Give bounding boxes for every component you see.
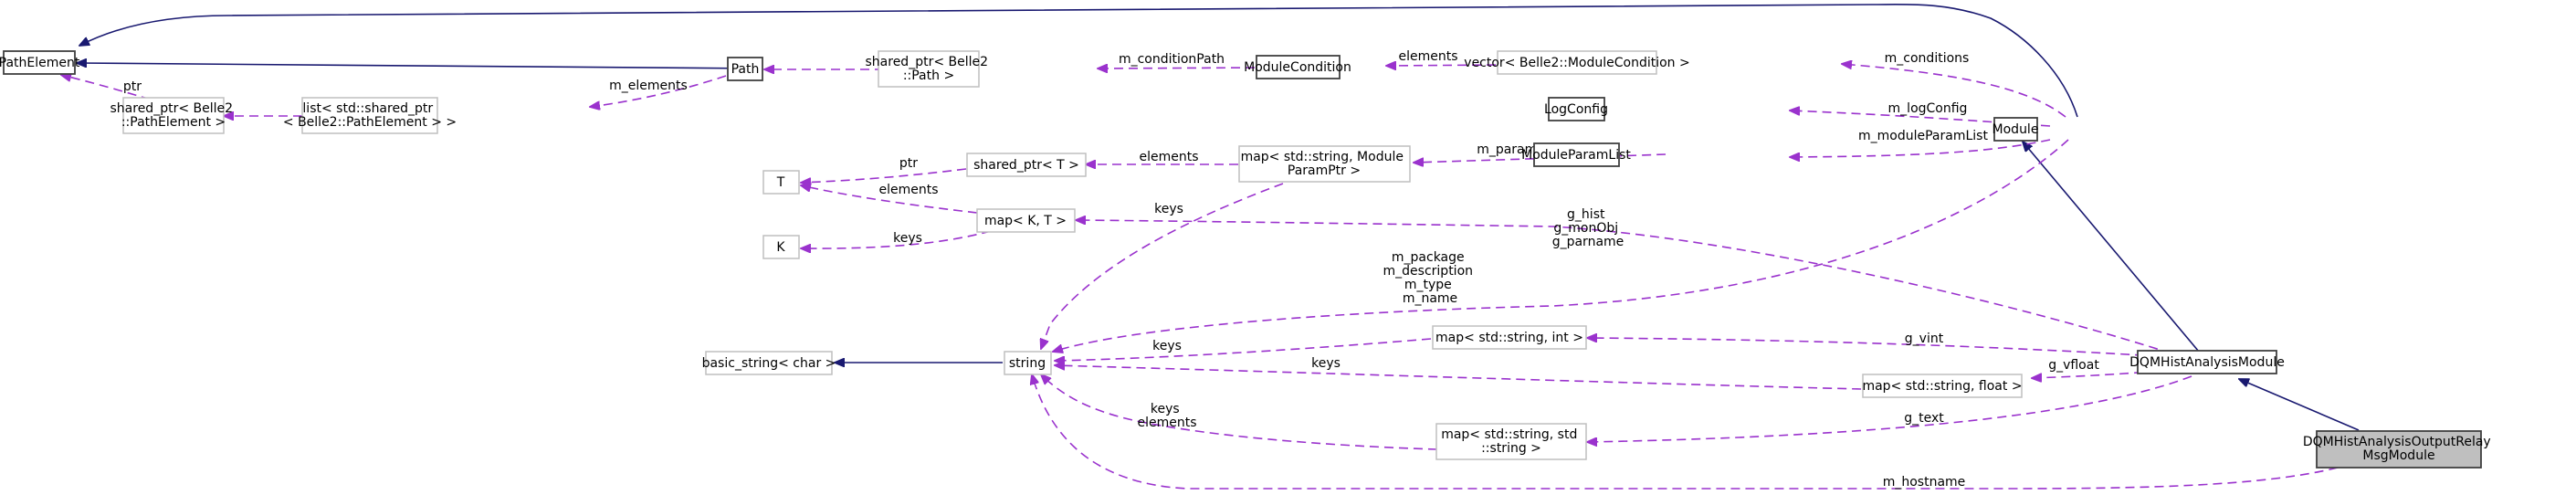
node-basic-string-char[interactable]: basic_string< char > xyxy=(702,351,836,375)
node-shared-ptr-t[interactable]: shared_ptr< T > xyxy=(966,153,1087,177)
svg-text:shared_ptr< T >: shared_ptr< T > xyxy=(973,158,1079,173)
label-m_logConfig: m_logConfig xyxy=(1888,101,1968,116)
svg-text:string: string xyxy=(1009,356,1046,371)
label-g_vint: g_vint xyxy=(1905,332,1944,346)
label-keys-mapkt: keys xyxy=(1154,202,1183,216)
label-m_moduleParamList: m_moduleParamList xyxy=(1858,129,1988,143)
svg-text:K: K xyxy=(776,240,785,255)
node-vector-module-condition[interactable]: vector< Belle2::ModuleCondition > xyxy=(1464,50,1690,75)
edge-relay-m_hostname xyxy=(1032,374,2339,490)
label-elements-modulecondition: elements xyxy=(1398,49,1457,64)
edge-mapkt-keys-k xyxy=(801,230,992,248)
label-keys-mapint: keys xyxy=(1152,339,1182,353)
svg-text:DQMHistAnalysisOutputRelay: DQMHistAnalysisOutputRelay MsgModule xyxy=(2303,435,2495,463)
svg-text:ModuleCondition: ModuleCondition xyxy=(1244,60,1351,75)
edge-module-to-pathelement-inherit xyxy=(79,4,2078,118)
node-path[interactable]: Path xyxy=(727,57,763,81)
label-m_conditions: m_conditions xyxy=(1885,51,1970,66)
svg-text:PathElement: PathElement xyxy=(0,56,80,70)
node-map-string-module-param-ptr[interactable]: map< std::string, Module ParamPtr > xyxy=(1238,145,1411,183)
edge-path-m_elements xyxy=(590,75,727,107)
svg-text:DQMHistAnalysisModule: DQMHistAnalysisModule xyxy=(2129,355,2285,370)
svg-text:ModuleParamList: ModuleParamList xyxy=(1521,148,1631,163)
node-module-condition[interactable]: ModuleCondition xyxy=(1244,55,1351,79)
svg-text:list< std::shared_ptr: list< std::shared_ptr < Belle2::PathElem… xyxy=(283,101,457,130)
label-m_elements: m_elements xyxy=(609,79,688,93)
edge-mapint-keys xyxy=(1055,338,1432,361)
edge-sharedptr-pathelement-ptr xyxy=(61,75,165,104)
nodes: PathElement shared_ptr< Belle2 ::PathEle… xyxy=(0,50,2495,469)
svg-text:map< K, T >: map< K, T > xyxy=(984,214,1067,228)
edge-path-to-pathelement-inherit xyxy=(77,63,758,69)
node-map-string-int[interactable]: map< std::string, int > xyxy=(1432,325,1587,350)
node-shared-ptr-path-element[interactable]: shared_ptr< Belle2 ::PathElement > xyxy=(110,97,237,134)
edge-relay-to-dqmhist-inherit xyxy=(2239,379,2360,431)
edge-dqmhist-g_vint xyxy=(1587,338,2174,358)
node-map-string-string[interactable]: map< std::string, std ::string > xyxy=(1435,423,1587,460)
label-keys-k: keys xyxy=(893,231,922,246)
label-ptr-pathelement: ptr xyxy=(123,79,142,94)
node-dqm-hist-analysis-module[interactable]: DQMHistAnalysisModule xyxy=(2129,350,2285,374)
node-k[interactable]: K xyxy=(762,235,800,259)
edge-module-m_conditions xyxy=(1842,64,2066,118)
edge-dqmhist-to-mapkt xyxy=(1076,220,2172,354)
svg-text:Path: Path xyxy=(731,62,760,77)
label-g_vfloat: g_vfloat xyxy=(2048,358,2099,373)
label-m_hostname: m_hostname xyxy=(1883,475,1966,490)
label-g_hist-group: g_hist g_monObj g_parname xyxy=(1552,207,1624,249)
label-keys-mapfloat: keys xyxy=(1311,356,1341,371)
svg-text:basic_string< char >: basic_string< char > xyxy=(702,356,836,371)
svg-text:Module: Module xyxy=(1992,122,2039,137)
node-shared-ptr-path[interactable]: shared_ptr< Belle2 ::Path > xyxy=(866,50,993,88)
svg-text:map< std::string, int >: map< std::string, int > xyxy=(1435,331,1583,345)
label-keys-elements-mapstring: keys elements xyxy=(1137,402,1196,430)
edge-module-m_moduleParamList xyxy=(1790,139,2051,157)
edge-labels: ptr elements m_elements ptr m_conditionP… xyxy=(123,49,2099,490)
edge-dqmhist-g_text xyxy=(1587,375,2192,442)
node-map-k-t[interactable]: map< K, T > xyxy=(976,208,1076,233)
edge-sharedptr-t-ptr xyxy=(801,168,967,183)
node-dqm-hist-analysis-output-relay-msg-module[interactable]: DQMHistAnalysisOutputRelay MsgModule xyxy=(2303,430,2495,469)
svg-text:shared_ptr< Belle2 ::P: shared_ptr< Belle2 ::Path > xyxy=(866,55,993,83)
node-t[interactable]: T xyxy=(762,170,800,195)
edge-mapkt-elements-t xyxy=(801,185,978,214)
svg-text:T: T xyxy=(776,175,785,190)
svg-text:map< std::string, float >: map< std::string, float > xyxy=(1862,379,2022,394)
label-module-strings: m_package m_description m_type m_name xyxy=(1383,250,1477,306)
label-elements-t: elements xyxy=(878,183,938,197)
node-module[interactable]: Module xyxy=(1992,117,2039,142)
svg-text:map< std::string, std: map< std::string, std ::string > xyxy=(1441,427,1582,456)
svg-text:LogConfig: LogConfig xyxy=(1544,102,1608,117)
label-g_text: g_text xyxy=(1904,411,1944,426)
edge-mapstring-keys-elements xyxy=(1041,374,1438,450)
node-map-string-float[interactable]: map< std::string, float > xyxy=(1862,374,2023,398)
label-ptr-t: ptr xyxy=(899,156,918,171)
node-module-param-list[interactable]: ModuleParamList xyxy=(1521,142,1631,167)
label-elements-sharedptr-t: elements xyxy=(1139,150,1198,164)
edge-mapfloat-keys xyxy=(1055,365,1862,390)
svg-text:shared_ptr< Belle2 ::P: shared_ptr< Belle2 ::PathElement > xyxy=(110,101,237,130)
svg-text:vector< Belle2::ModuleConditio: vector< Belle2::ModuleCondition > xyxy=(1464,56,1689,70)
edge-dqmhist-to-module-inherit xyxy=(2023,142,2200,353)
edges xyxy=(61,4,2360,490)
edge-module-strings xyxy=(1053,139,2069,352)
node-log-config[interactable]: LogConfig xyxy=(1544,97,1608,121)
label-m_conditionPath: m_conditionPath xyxy=(1119,52,1225,67)
node-path-element[interactable]: PathElement xyxy=(0,50,80,75)
node-list-shared-ptr-path-element[interactable]: list< std::shared_ptr < Belle2::PathElem… xyxy=(283,97,457,134)
node-string[interactable]: string xyxy=(1004,351,1052,375)
edge-mapparam-keys-string xyxy=(1041,183,1284,349)
svg-text:map< std::string, Module: map< std::string, Module ParamPtr > xyxy=(1241,150,1408,178)
